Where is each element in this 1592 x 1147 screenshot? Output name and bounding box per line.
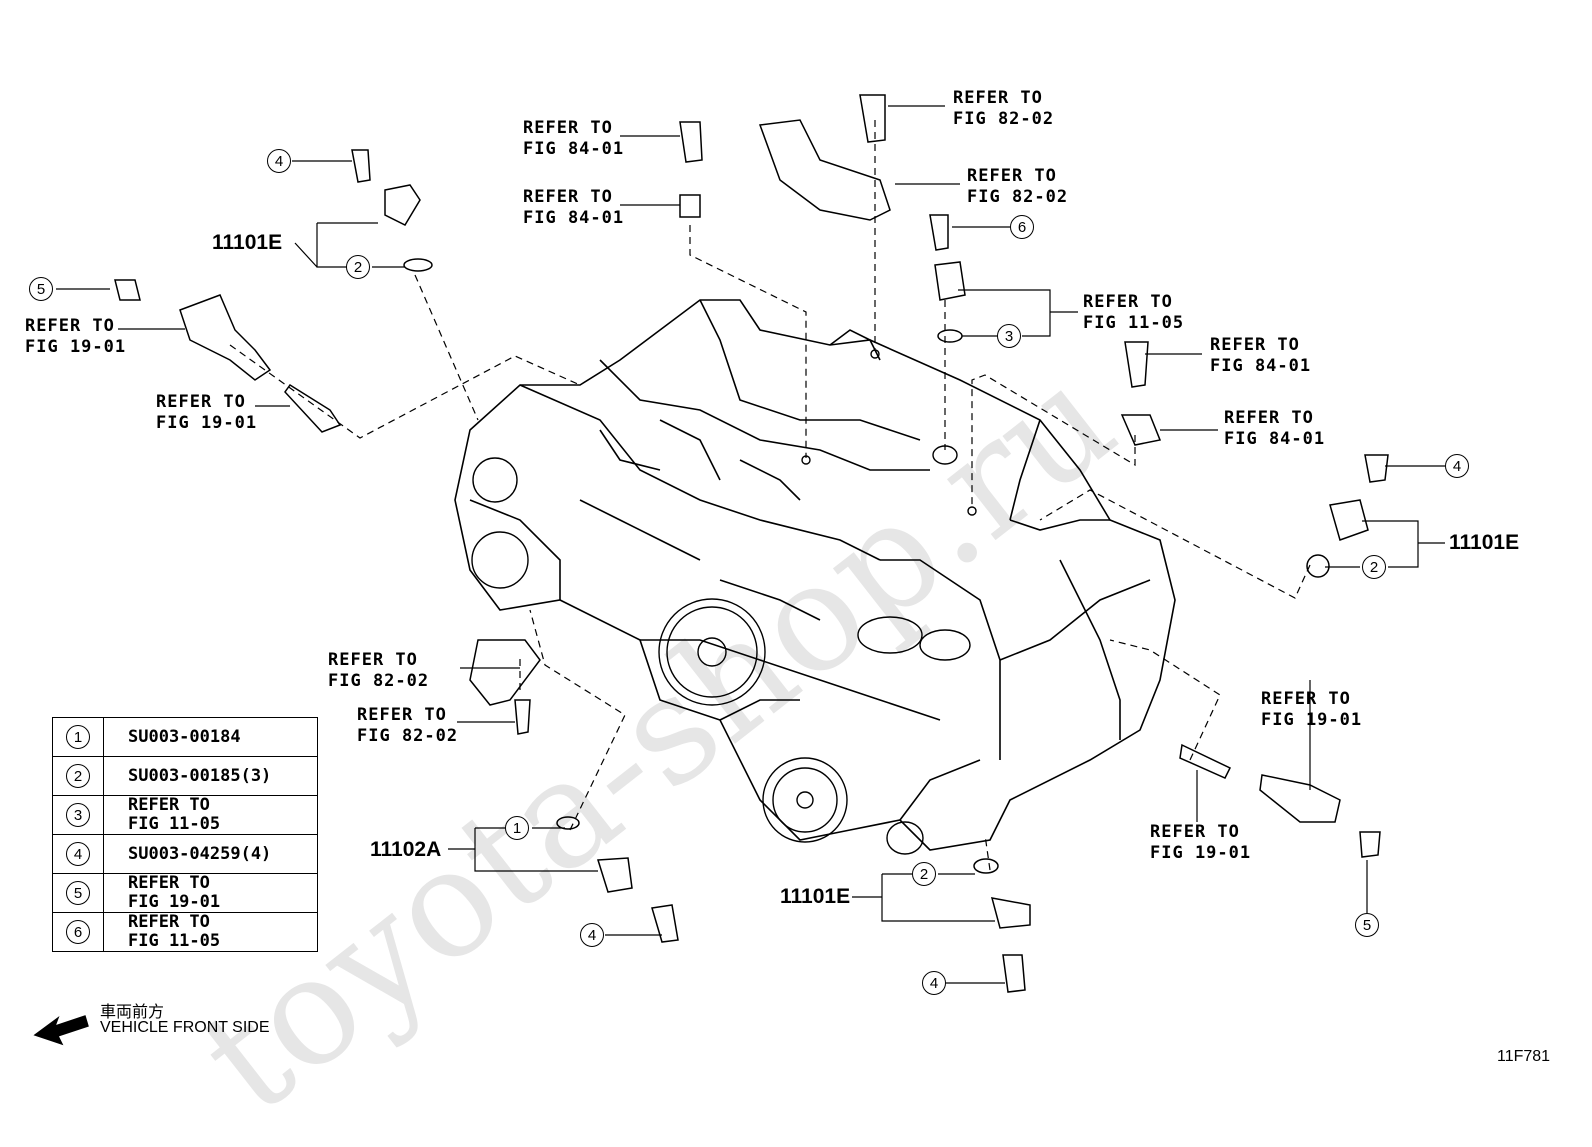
callout-2-right: 2 — [1362, 555, 1386, 579]
callout-4-upper-left: 4 — [267, 149, 291, 173]
solid-leaders — [56, 105, 1445, 984]
legend-text: SU003-00185(3) — [103, 756, 318, 796]
callout-5-left: 5 — [29, 277, 53, 301]
small-parts — [114, 94, 1389, 993]
callout-3-top: 3 — [997, 324, 1021, 348]
legend-text: REFER TO FIG 19-01 — [103, 873, 318, 913]
callout-6-top: 6 — [1010, 215, 1034, 239]
engine-block — [454, 299, 1176, 851]
legend-table: 1 SU003-00184 2 SU003-00185(3) 3 REFER T… — [52, 717, 318, 952]
front-note-en: VEHICLE FRONT SIDE — [100, 1019, 270, 1036]
legend-row: 1 SU003-00184 — [52, 717, 318, 757]
refer-fig-19-01-d: REFER TO FIG 19-01 — [1150, 822, 1252, 863]
engine-drawing — [33, 94, 1445, 1046]
callout-4-right: 4 — [1445, 454, 1469, 478]
callout-1-bottom: 1 — [505, 816, 529, 840]
refer-fig-82-02-d: REFER TO FIG 82-02 — [357, 705, 459, 746]
legend-text: SU003-04259(4) — [103, 834, 318, 874]
pulleys — [471, 349, 977, 855]
callout-2-upper-left: 2 — [346, 255, 370, 279]
legend-num: 4 — [66, 842, 90, 866]
refer-fig-82-02-b: REFER TO FIG 82-02 — [967, 166, 1069, 207]
part-number-11101E-upper-left: 11101E — [212, 231, 283, 254]
front-note-jp: 車両前方 — [100, 1002, 165, 1021]
front-arrow — [33, 1015, 89, 1046]
part-number-11101E-bottom: 11101E — [780, 885, 851, 908]
refer-fig-19-01-a: REFER TO FIG 19-01 — [25, 316, 127, 357]
refer-fig-82-02-c: REFER TO FIG 82-02 — [328, 650, 430, 691]
refer-fig-82-02-a: REFER TO FIG 82-02 — [953, 88, 1055, 129]
refer-fig-11-05: REFER TO FIG 11-05 — [1083, 292, 1185, 333]
legend-text: REFER TO FIG 11-05 — [103, 795, 318, 835]
legend-num: 1 — [66, 725, 90, 749]
refer-fig-84-01-c: REFER TO FIG 84-01 — [1210, 335, 1312, 376]
legend-row: 2 SU003-00185(3) — [52, 756, 318, 796]
part-number-11102A: 11102A — [370, 838, 442, 861]
leader-lines — [229, 120, 1311, 871]
callout-2-bottom: 2 — [912, 862, 936, 886]
callout-5-bottom-right: 5 — [1355, 913, 1379, 937]
refer-fig-19-01-c: REFER TO FIG 19-01 — [1261, 689, 1363, 730]
refer-fig-84-01-d: REFER TO FIG 84-01 — [1224, 408, 1326, 449]
legend-row: 4 SU003-04259(4) — [52, 834, 318, 874]
parts-diagram: toyota-shop.ru — [25, 88, 1551, 1147]
callout-4-bottom: 4 — [922, 971, 946, 995]
legend-num: 5 — [66, 881, 90, 905]
part-number-11101E-right: 11101E — [1449, 531, 1520, 554]
legend-text: SU003-00184 — [103, 717, 318, 757]
refer-fig-84-01-b: REFER TO FIG 84-01 — [523, 187, 625, 228]
callout-4-bottom-left: 4 — [580, 923, 604, 947]
legend-text: REFER TO FIG 11-05 — [103, 912, 318, 952]
refer-fig-84-01-a: REFER TO FIG 84-01 — [523, 118, 625, 159]
legend-num: 2 — [66, 764, 90, 788]
legend-row: 3 REFER TO FIG 11-05 — [52, 795, 318, 835]
legend-row: 5 REFER TO FIG 19-01 — [52, 873, 318, 913]
legend-num: 6 — [66, 920, 90, 944]
legend-num: 3 — [66, 803, 90, 827]
legend-row: 6 REFER TO FIG 11-05 — [52, 912, 318, 952]
refer-fig-19-01-b: REFER TO FIG 19-01 — [156, 392, 258, 433]
figure-id: 11F781 — [1497, 1048, 1551, 1065]
